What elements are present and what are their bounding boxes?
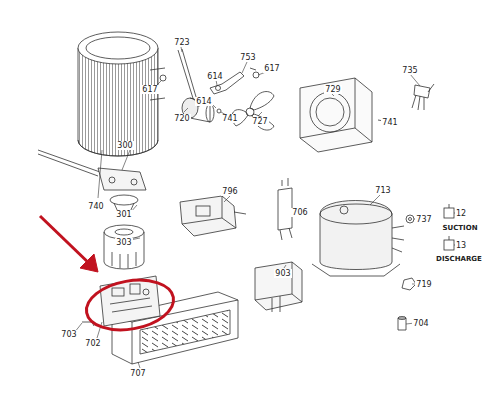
highlight-marker <box>40 216 177 336</box>
callout-number: 720 <box>173 114 190 123</box>
callout-number: 702 <box>84 339 101 348</box>
callout-number: 614 <box>206 72 223 81</box>
callout-number: 707 <box>129 369 146 378</box>
callout-number: 737 <box>415 215 432 224</box>
callout-number: 12 <box>455 209 467 218</box>
knob-shaft-cylinder <box>104 225 144 269</box>
fan-shroud <box>300 78 384 152</box>
callout-number: 741 <box>221 114 238 123</box>
callout-number: 303 <box>115 238 132 247</box>
callout-number: 741 <box>381 118 398 127</box>
grommet <box>398 317 406 331</box>
callout-number: 614 <box>195 97 212 106</box>
leader-line <box>74 47 458 368</box>
port-label: SUCTION <box>441 224 478 233</box>
overload-box <box>255 262 302 312</box>
callout-number: 300 <box>116 141 133 150</box>
callout-number: 13 <box>455 241 467 250</box>
callout-number: 735 <box>401 66 418 75</box>
relay-switch <box>180 196 246 236</box>
port-label: DISCHARGE <box>435 255 483 264</box>
callout-number: 796 <box>221 187 238 196</box>
callout-number: 706 <box>291 208 308 217</box>
callout-number: 617 <box>141 85 158 94</box>
callout-number: 729 <box>324 85 341 94</box>
fan-blade <box>232 92 274 131</box>
callout-number: 703 <box>60 330 77 339</box>
callout-number: 740 <box>87 202 104 211</box>
callout-number: 719 <box>415 280 432 289</box>
callout-number: 903 <box>274 269 291 278</box>
callout-number: 727 <box>251 117 268 126</box>
power-plug <box>412 84 434 110</box>
callout-number: 723 <box>173 38 190 47</box>
callout-number: 753 <box>239 53 256 62</box>
callout-number: 713 <box>374 186 391 195</box>
callout-number: 301 <box>115 210 132 219</box>
condenser-coil <box>78 32 165 156</box>
thermostat-capillary <box>38 150 146 190</box>
callout-number: 704 <box>412 319 429 328</box>
filter-drier <box>278 178 292 240</box>
callout-number: 617 <box>263 64 280 73</box>
compressor <box>312 201 404 277</box>
